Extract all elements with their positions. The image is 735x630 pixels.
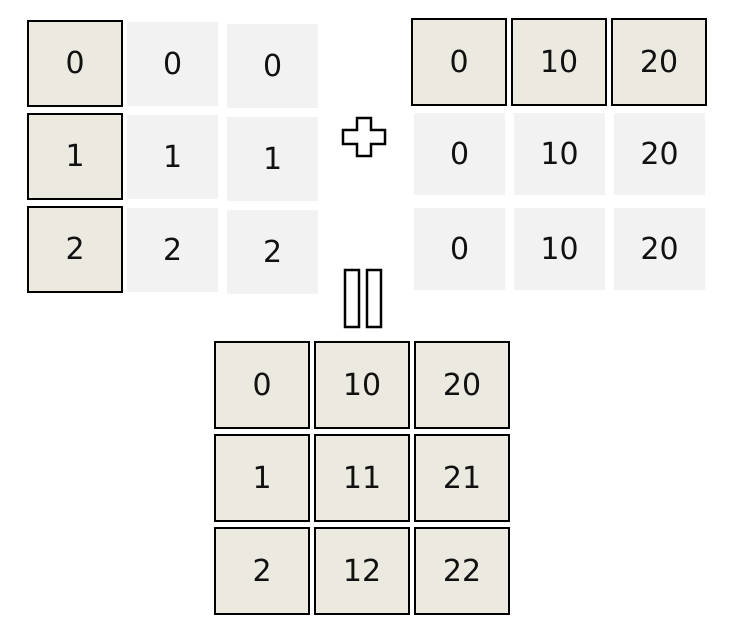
right-cell-r2-c2: 20 xyxy=(614,208,705,290)
left-cell-r1-c2: 1 xyxy=(227,117,318,201)
right-cell-r0-c0: 0 xyxy=(411,18,507,106)
right-cell-r1-c2: 20 xyxy=(614,113,705,195)
left-cell-r0-c2: 0 xyxy=(227,24,318,108)
result-cell-r0-c2: 20 xyxy=(414,341,510,429)
left-cell-r0-c0: 0 xyxy=(27,20,123,107)
result-cell-r2-c2: 22 xyxy=(414,527,510,615)
left-cell-r2-c0: 2 xyxy=(27,206,123,293)
result-cell-r0-c1: 10 xyxy=(314,341,410,429)
left-cell-r0-c1: 0 xyxy=(127,22,218,106)
equals-icon xyxy=(343,268,383,329)
result-cell-r2-c1: 12 xyxy=(314,527,410,615)
result-cell-r1-c0: 1 xyxy=(214,434,310,522)
result-cell-r2-c0: 2 xyxy=(214,527,310,615)
right-cell-r2-c0: 0 xyxy=(414,208,505,290)
result-cell-r1-c1: 11 xyxy=(314,434,410,522)
plus-icon xyxy=(341,116,387,158)
right-cell-r0-c2: 20 xyxy=(611,18,707,106)
right-cell-r1-c0: 0 xyxy=(414,113,505,195)
right-cell-r2-c1: 10 xyxy=(514,208,605,290)
left-cell-r2-c1: 2 xyxy=(127,208,218,292)
result-cell-r0-c0: 0 xyxy=(214,341,310,429)
left-cell-r1-c1: 1 xyxy=(127,115,218,199)
left-cell-r1-c0: 1 xyxy=(27,113,123,200)
result-cell-r1-c2: 21 xyxy=(414,434,510,522)
left-cell-r2-c2: 2 xyxy=(227,210,318,294)
right-cell-r0-c1: 10 xyxy=(511,18,607,106)
right-cell-r1-c1: 10 xyxy=(514,113,605,195)
